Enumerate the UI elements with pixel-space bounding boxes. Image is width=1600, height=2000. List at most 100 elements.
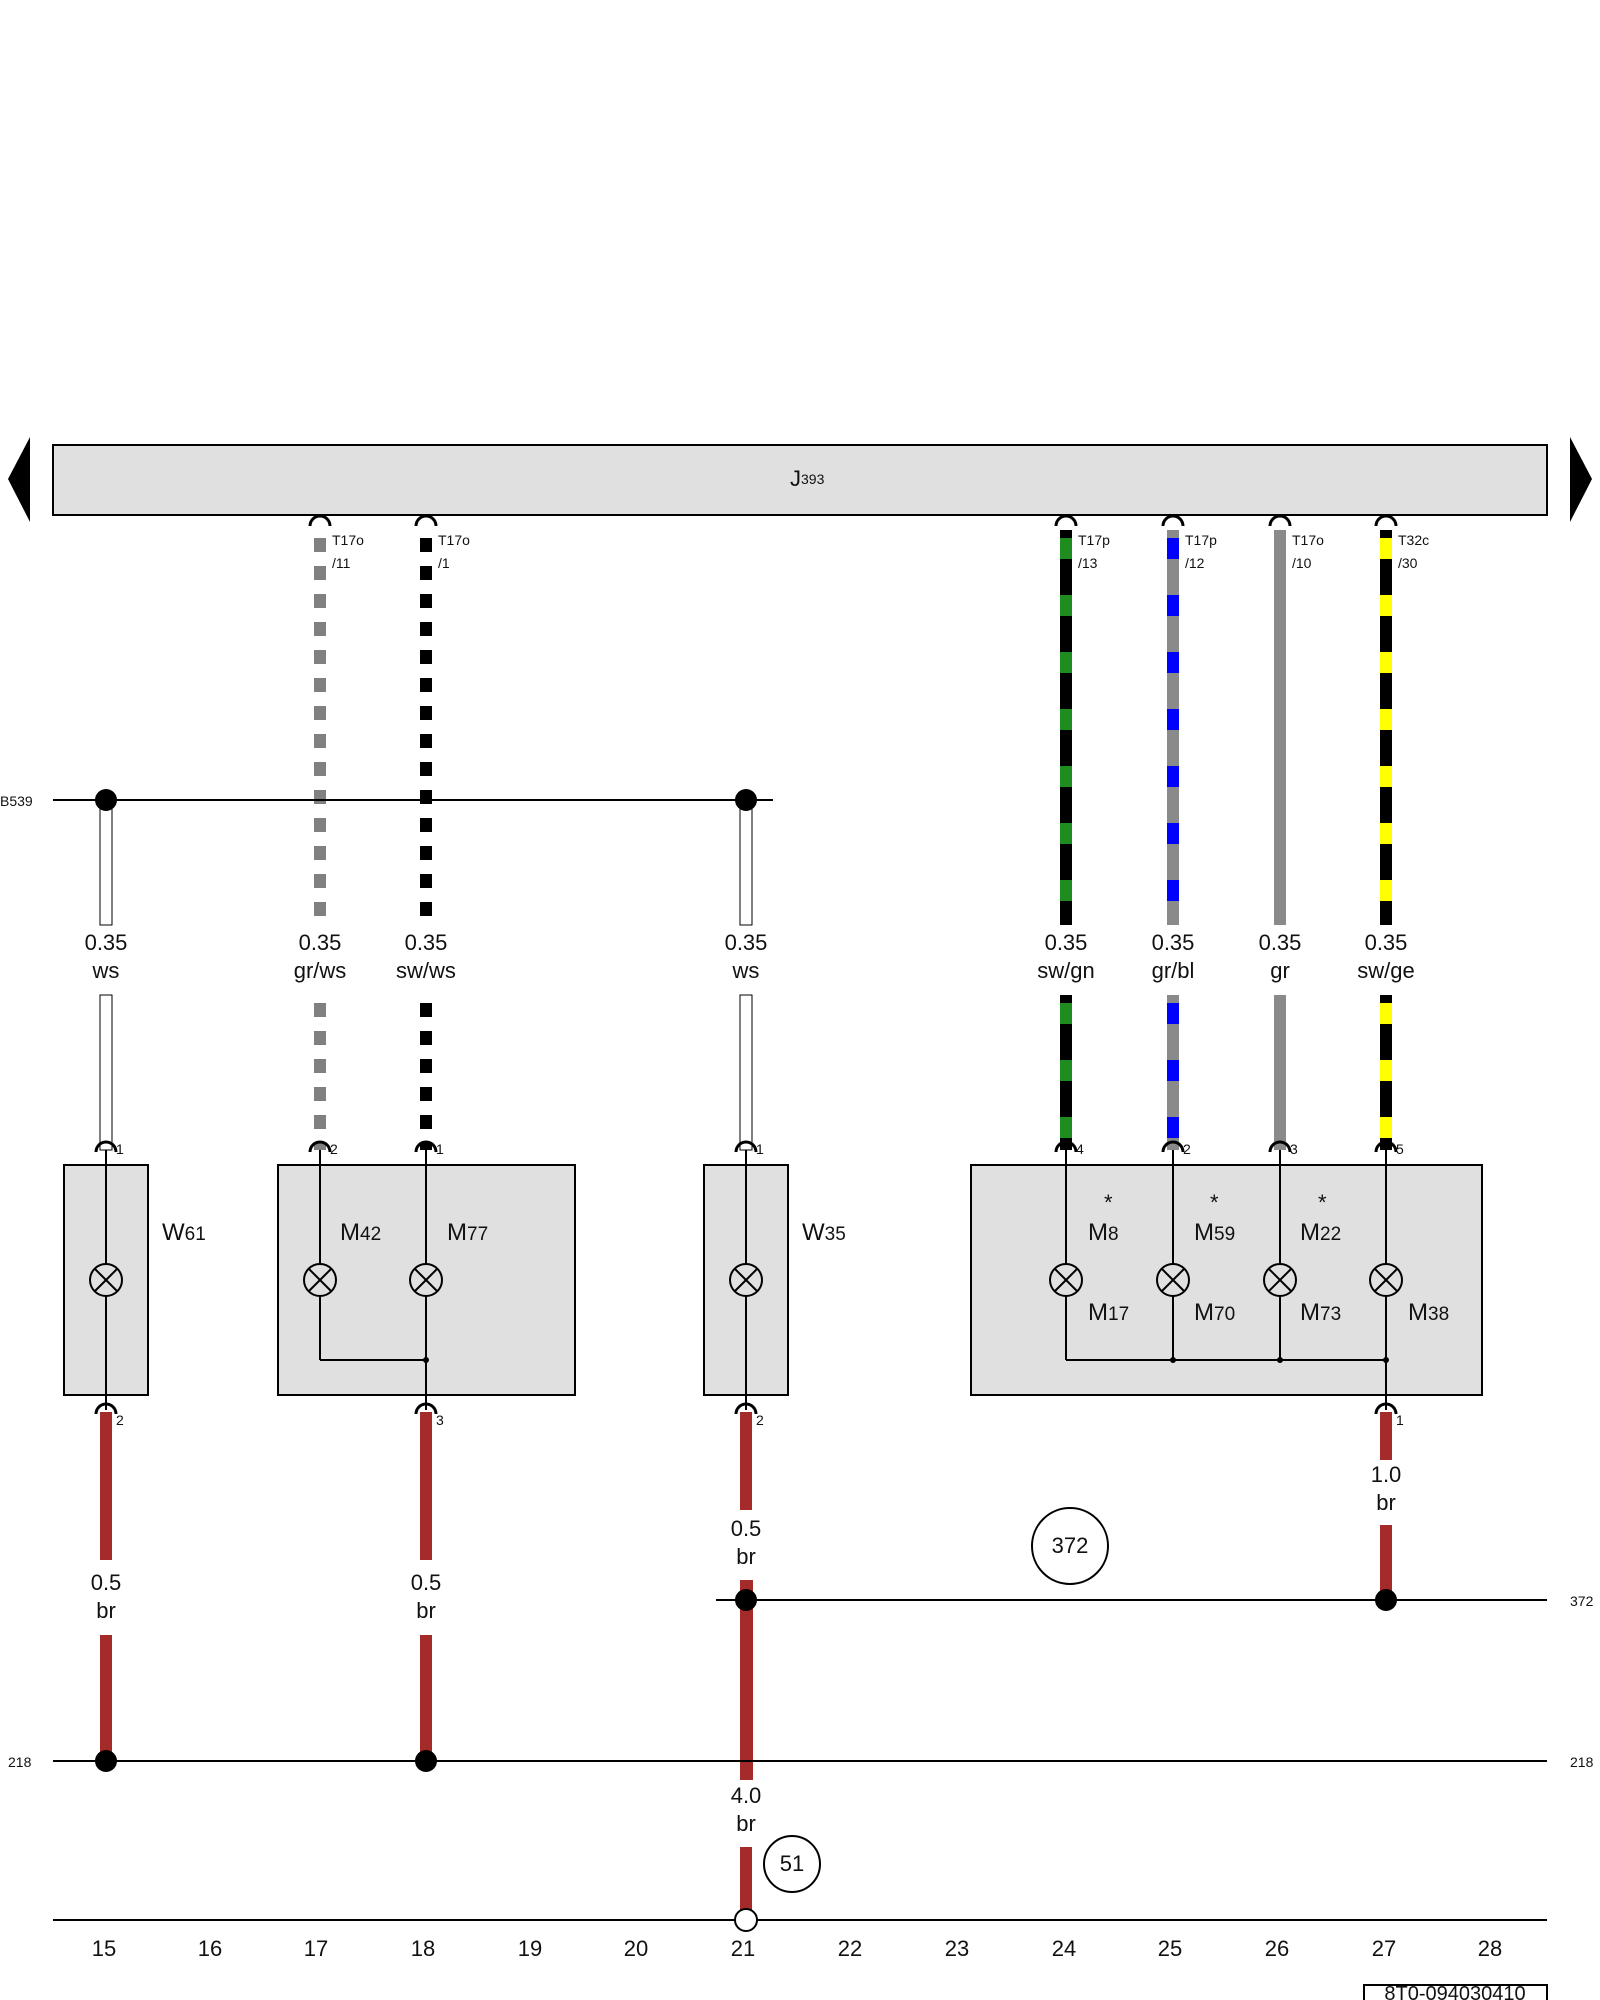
- wire-segment: [1060, 995, 1072, 1150]
- connector-pin-icon: [1054, 1140, 1078, 1153]
- column-number: 24: [1052, 1936, 1076, 1961]
- pin-number: 1: [436, 1141, 444, 1157]
- connector-pin-icon: [1161, 514, 1185, 527]
- pin-number: 2: [1183, 1141, 1191, 1157]
- ground-wire: [100, 1412, 112, 1560]
- ground-wire: [100, 1635, 112, 1761]
- lamp-icon: [303, 1263, 337, 1297]
- wire-segment: [1274, 530, 1286, 925]
- wire-segment: [314, 995, 326, 1150]
- wire-segment: [739, 994, 753, 1151]
- column-number: 17: [304, 1936, 328, 1961]
- connector-pin-icon: [1161, 1140, 1185, 1153]
- connector-pin-icon: [414, 1140, 438, 1153]
- wire-size-label: 0.35: [85, 930, 128, 955]
- reference-circle-51: [763, 1835, 821, 1893]
- bus-b539-label: B539: [0, 793, 33, 809]
- wire-segment: [420, 995, 432, 1150]
- connector-pin-icon: [308, 514, 332, 527]
- junction-dot: [1375, 1589, 1397, 1611]
- junction-dot: [95, 789, 117, 811]
- column-number: 26: [1265, 1936, 1289, 1961]
- wire-size-label: 1.0: [1371, 1462, 1402, 1487]
- bus-372-label: 372: [1570, 1593, 1594, 1609]
- label-w61: W61: [162, 1219, 206, 1246]
- bus-218-label-right: 218: [1570, 1754, 1594, 1770]
- ground-wire: [1380, 1525, 1392, 1600]
- label-w35: W35: [802, 1219, 846, 1246]
- connector-pin-label: /11: [332, 555, 351, 571]
- wire-size-label: 0.35: [1152, 930, 1195, 955]
- junction-dot: [735, 789, 757, 811]
- wire-size-label: 0.35: [1045, 930, 1088, 955]
- column-number: 20: [624, 1936, 648, 1961]
- wire-size-label: 4.0: [731, 1783, 762, 1808]
- connector-label: T17o: [1292, 532, 1324, 548]
- connector-pin-label: /30: [1398, 555, 1418, 571]
- column-number: 28: [1478, 1936, 1502, 1961]
- wire-segment: [314, 530, 326, 925]
- junction-dot: [95, 1750, 117, 1772]
- connector-label: T17o: [332, 532, 364, 548]
- label-m22: M22: [1300, 1219, 1341, 1246]
- wire-color-label: br: [736, 1544, 756, 1569]
- asterisk-m59: *: [1210, 1190, 1219, 1215]
- connector-label: T17p: [1185, 532, 1217, 548]
- wire-segment: [1274, 995, 1286, 1150]
- reference-372-label: 372: [1052, 1533, 1089, 1558]
- wire-size-label: 0.5: [411, 1570, 442, 1595]
- pin-number: 5: [1396, 1141, 1404, 1157]
- wire-color-label: sw/gn: [1037, 958, 1094, 983]
- column-number: 27: [1372, 1936, 1396, 1961]
- wire-color-label: ws: [92, 958, 120, 983]
- lamp-icon: [409, 1263, 443, 1297]
- ground-wire: [740, 1847, 752, 1910]
- connector-pin-icon: [1268, 514, 1292, 527]
- prev-page-arrow[interactable]: [8, 437, 30, 522]
- wire-size-label: 0.5: [91, 1570, 122, 1595]
- column-number: 23: [945, 1936, 969, 1961]
- junction-dot: [735, 1589, 757, 1611]
- wire-color-label: sw/ws: [396, 958, 456, 983]
- wire-segment: [1060, 530, 1072, 925]
- column-number: 18: [411, 1936, 435, 1961]
- label-m42: M42: [340, 1219, 381, 1246]
- pin-number: 2: [116, 1412, 124, 1428]
- ground-point-open: [734, 1908, 758, 1932]
- pin-number: 3: [436, 1412, 444, 1428]
- ground-wire: [740, 1412, 752, 1510]
- label-m73: M73: [1300, 1299, 1341, 1326]
- lamp-icon: [1369, 1263, 1403, 1297]
- wire-size-label: 0.35: [1365, 930, 1408, 955]
- wire-size-label: 0.35: [1259, 930, 1302, 955]
- connector-pin-icon: [414, 514, 438, 527]
- control-unit-j393: [52, 444, 1548, 516]
- next-page-arrow[interactable]: [1570, 437, 1592, 522]
- ground-wire: [420, 1412, 432, 1560]
- junction-dot: [415, 1750, 437, 1772]
- wire-color-label: br: [416, 1598, 436, 1623]
- wire-segment: [99, 994, 113, 1151]
- footer-code: 8T0-094030410: [1384, 1983, 1525, 2000]
- label-m17: M17: [1088, 1299, 1129, 1326]
- wire-color-label: sw/ge: [1357, 958, 1414, 983]
- wire-color-label: br: [1376, 1490, 1396, 1515]
- wire-color-label: gr: [1270, 958, 1290, 983]
- pin-number: 1: [756, 1141, 764, 1157]
- reference-51-label: 51: [780, 1851, 804, 1876]
- lamp-icon: [729, 1263, 763, 1297]
- pin-number: 3: [1290, 1141, 1298, 1157]
- column-number: 16: [198, 1936, 222, 1961]
- column-number: 22: [838, 1936, 862, 1961]
- lamp-icon: [89, 1263, 123, 1297]
- footer-code-box: [1363, 1984, 1548, 2000]
- lamp-icon: [1156, 1263, 1190, 1297]
- column-number: 25: [1158, 1936, 1182, 1961]
- label-m70: M70: [1194, 1299, 1235, 1326]
- wire-segment: [1167, 995, 1179, 1150]
- label-m8: M8: [1088, 1219, 1119, 1246]
- lamp-icon: [1049, 1263, 1083, 1297]
- connector-label: T32c: [1398, 532, 1429, 548]
- control-unit-label: J393: [790, 466, 825, 491]
